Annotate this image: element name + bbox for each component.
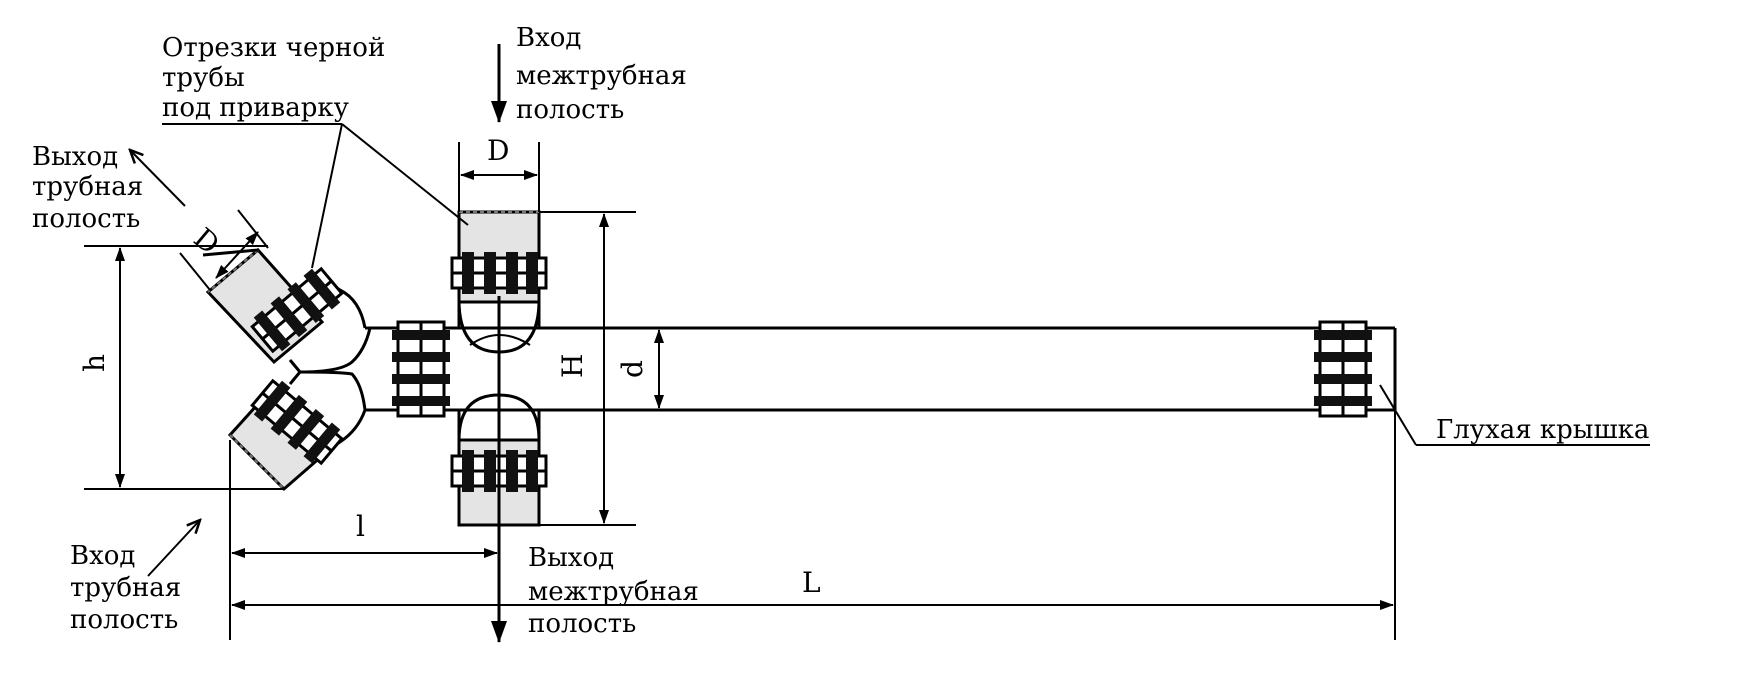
arrow-inlet-tube (147, 520, 200, 577)
label-inlet-tube: Вход трубная полость (70, 541, 189, 635)
left-manifold (288, 274, 372, 458)
dimension-l (229, 440, 498, 640)
dimension-L (231, 410, 1396, 640)
flange-blind-cover (1314, 320, 1372, 418)
leader-stubs (162, 123, 469, 269)
dim-label-D-left: D (187, 221, 225, 261)
leader-blind-cover (1379, 384, 1650, 446)
dim-label-H: H (556, 354, 589, 378)
dimension-H (539, 211, 636, 526)
dimension-h (84, 245, 285, 490)
label-outlet-tube: Выход трубная полость (32, 142, 151, 234)
flange-lower-branch (250, 378, 344, 466)
main-pipe (365, 326, 1397, 412)
dim-label-L: L (802, 566, 821, 599)
dimension-D-left (179, 209, 269, 291)
arrow-outlet-tube (130, 150, 186, 207)
dim-label-h: h (78, 354, 111, 372)
label-stubs: Отрезки черной трубы под приварку (162, 33, 394, 123)
flange-top-nozzle (450, 252, 548, 294)
dim-label-l: l (356, 510, 365, 543)
dim-label-D-top: D (487, 134, 509, 167)
flange-main-left (392, 320, 450, 418)
label-blind-cover: Глухая крышка (1436, 415, 1649, 445)
dimension-D-top (458, 142, 540, 212)
label-outlet-shell: Выход межтрубная полость (528, 543, 707, 639)
label-inlet-shell: Вход межтрубная полость (516, 23, 695, 125)
dim-label-d: d (616, 360, 649, 378)
flange-upper-branch (250, 266, 344, 354)
